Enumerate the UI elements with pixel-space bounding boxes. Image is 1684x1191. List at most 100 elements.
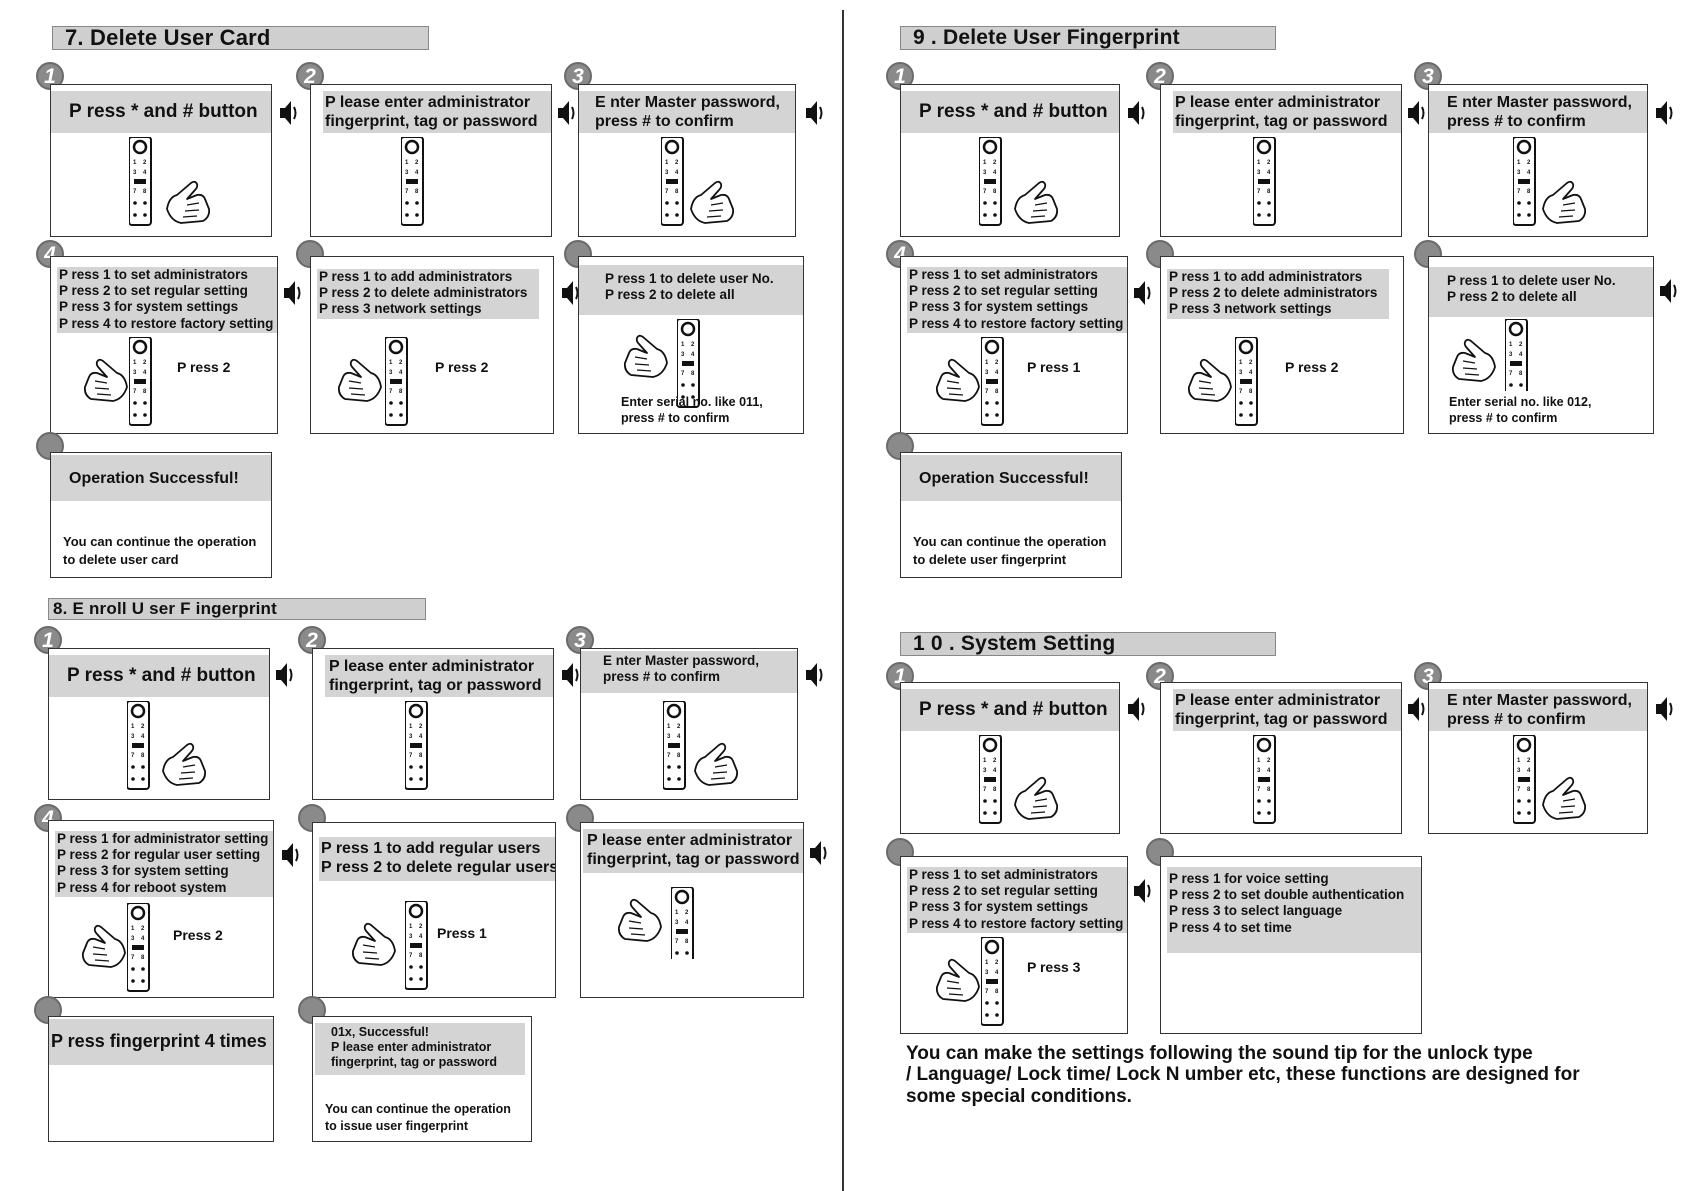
section-title: 8. E nroll U ser F ingerprint <box>48 598 426 620</box>
step-box: Operation Successful! You can continue t… <box>50 452 272 578</box>
step-instruction: Operation Successful! <box>901 455 1121 501</box>
step-line: fingerprint, tag or password <box>325 113 538 131</box>
step-box: P lease enter administrator fingerprint,… <box>310 84 552 237</box>
step-box: P ress fingerprint 4 times <box>48 1016 274 1142</box>
step-line: P ress 3 for system settings <box>909 299 1089 315</box>
speaker-icon <box>561 662 579 688</box>
speaker-icon <box>279 100 297 126</box>
step-instruction: P ress 1 to add regular users P ress 2 t… <box>319 837 555 881</box>
step-instruction: P ress 1 to delete user No. P ress 2 to … <box>1429 267 1653 317</box>
note-line: to issue user fingerprint <box>325 1118 469 1133</box>
note-line: press # to confirm <box>1449 410 1558 425</box>
step-line: P ress 4 to restore factory setting <box>909 315 1124 331</box>
step-line: P lease enter administrator <box>331 1040 492 1054</box>
speaker-icon <box>1655 696 1673 722</box>
note-line: You can continue the operation <box>63 534 257 549</box>
footer-line: some special conditions. <box>906 1085 1132 1107</box>
step-box: P ress * and # button <box>900 682 1120 834</box>
keypad-icon <box>671 887 695 959</box>
step-line: E nter Master password, <box>595 94 780 111</box>
speaker-icon <box>275 662 293 688</box>
step-box: P ress * and # button <box>50 84 272 237</box>
keypad-icon <box>979 735 1003 825</box>
step-line: P ress 3 to select language <box>1169 903 1343 919</box>
step-instruction: P ress 1 to add administrators P ress 2 … <box>317 269 539 319</box>
press-label: P ress 2 <box>177 359 231 375</box>
hand-pointer-icon <box>162 742 207 786</box>
speaker-icon <box>1127 100 1145 126</box>
step-box: P ress 1 to set administrators P ress 2 … <box>900 856 1128 1034</box>
speaker-icon <box>805 662 823 688</box>
hand-pointer-icon <box>935 958 980 1002</box>
hand-pointer-icon <box>83 358 128 402</box>
speaker-icon <box>561 280 579 306</box>
step-line: P ress 3 network settings <box>319 301 482 317</box>
step-line: fingerprint, tag or password <box>331 1055 497 1069</box>
hand-pointer-icon <box>1014 776 1059 820</box>
hand-pointer-icon <box>1542 776 1587 820</box>
step-instruction: P lease enter administrator fingerprint,… <box>583 829 803 873</box>
keypad-icon <box>981 937 1005 1027</box>
hand-pointer-icon <box>935 358 980 402</box>
step-line: P ress 1 to set administrators <box>909 867 1098 882</box>
step-line: P ress 2 to set regular setting <box>909 283 1098 299</box>
note-line: to delete user fingerprint <box>913 551 1067 567</box>
step-instruction: P ress 1 for voice setting P ress 2 to s… <box>1167 867 1421 953</box>
step-box: P ress 1 for voice setting P ress 2 to s… <box>1160 856 1422 1034</box>
step-line: 01x, Successful! <box>331 1025 429 1039</box>
note-line: Enter serial no. like 012, <box>1449 395 1592 409</box>
step-line: fingerprint, tag or password <box>1175 113 1388 131</box>
keypad-icon <box>405 701 429 791</box>
step-box: P lease enter administrator fingerprint,… <box>580 822 804 998</box>
step-line: P lease enter administrator <box>1175 692 1381 709</box>
step-instruction: 01x, Successful! P lease enter administr… <box>315 1023 525 1075</box>
keypad-icon <box>1235 337 1259 427</box>
speaker-icon <box>1127 696 1145 722</box>
step-line: P lease enter administrator <box>1175 94 1381 111</box>
hand-pointer-icon <box>1187 358 1232 402</box>
section-title: 7. Delete User Card <box>52 25 429 50</box>
step-line: P ress 2 to set regular setting <box>909 883 1098 899</box>
step-instruction: Operation Successful! <box>51 455 271 501</box>
step-line: P ress 2 to delete administrators <box>1169 285 1378 301</box>
step-line: P ress 2 to delete all <box>605 287 735 303</box>
keypad-icon <box>663 701 687 791</box>
step-instruction: P ress * and # button <box>49 655 269 697</box>
speaker-icon <box>1659 278 1677 304</box>
keypad-icon <box>1253 735 1277 825</box>
step-box: P ress 1 to add administrators P ress 2 … <box>1160 256 1404 434</box>
hand-pointer-icon <box>166 180 211 224</box>
step-instruction: E nter Master password, press # to confi… <box>1429 689 1647 731</box>
step-instruction: P lease enter administrator fingerprint,… <box>1173 689 1401 731</box>
step-line: press # to confirm <box>603 669 721 685</box>
step-line: P ress 4 to restore factory setting <box>59 315 274 331</box>
hand-pointer-icon <box>1451 338 1496 382</box>
step-line: fingerprint, tag or password <box>1175 711 1388 729</box>
step-line: press # to confirm <box>595 113 734 131</box>
step-note: Enter serial no. like 012, press # to co… <box>1449 395 1591 426</box>
step-box: P ress 1 to set administrators P ress 2 … <box>50 256 278 434</box>
step-line: P ress 1 to set administrators <box>59 267 248 282</box>
press-label: Press 1 <box>437 925 487 941</box>
step-note: Enter serial no. like 011, press # to co… <box>621 395 763 426</box>
keypad-icon <box>385 337 409 427</box>
keypad-icon <box>405 901 429 991</box>
hand-pointer-icon <box>617 898 662 942</box>
step-instruction: P ress fingerprint 4 times <box>49 1019 273 1065</box>
step-line: press # to confirm <box>1447 113 1586 131</box>
footer-note: You can make the settings following the … <box>906 1043 1580 1107</box>
section-title: 1 0 . System Setting <box>900 632 1276 656</box>
hand-pointer-icon <box>694 742 739 786</box>
keypad-icon <box>979 137 1003 227</box>
step-instruction: P lease enter administrator fingerprint,… <box>323 91 551 133</box>
step-line: P ress 2 to set regular setting <box>59 283 248 299</box>
section-title: 9 . Delete User Fingerprint <box>900 26 1276 50</box>
press-label: P ress 3 <box>1027 959 1081 975</box>
step-instruction: P ress 1 to add administrators P ress 2 … <box>1167 269 1389 319</box>
step-line: P ress 2 to delete regular users <box>321 859 556 877</box>
step-instruction: P ress * and # button <box>901 91 1119 133</box>
step-line: fingerprint, tag or password <box>587 851 800 869</box>
step-line: E nter Master password, <box>603 653 760 668</box>
speaker-icon <box>557 100 575 126</box>
keypad-icon <box>1513 137 1537 227</box>
